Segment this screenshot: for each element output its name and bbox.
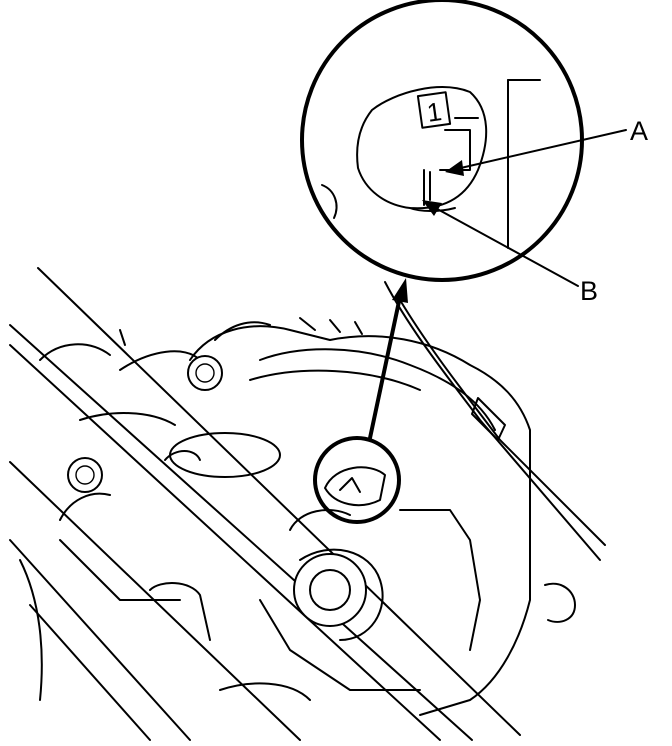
- bolt-lower: [67, 457, 103, 493]
- distributor-knob: [293, 553, 367, 627]
- callout-a-leader: [445, 129, 627, 176]
- mark-box: [416, 91, 452, 129]
- callout-label-b: B: [580, 276, 598, 306]
- detail-circle-magnified: 1: [300, 0, 584, 282]
- alignment-mark-number: 1: [425, 96, 444, 128]
- callout-b-leader: [422, 200, 579, 287]
- magnify-arrow: [368, 278, 408, 440]
- detail-circle-small: [313, 436, 401, 524]
- callout-label-a: A: [630, 116, 648, 146]
- engine-housing: [9, 267, 606, 741]
- bolt-upper: [187, 355, 223, 391]
